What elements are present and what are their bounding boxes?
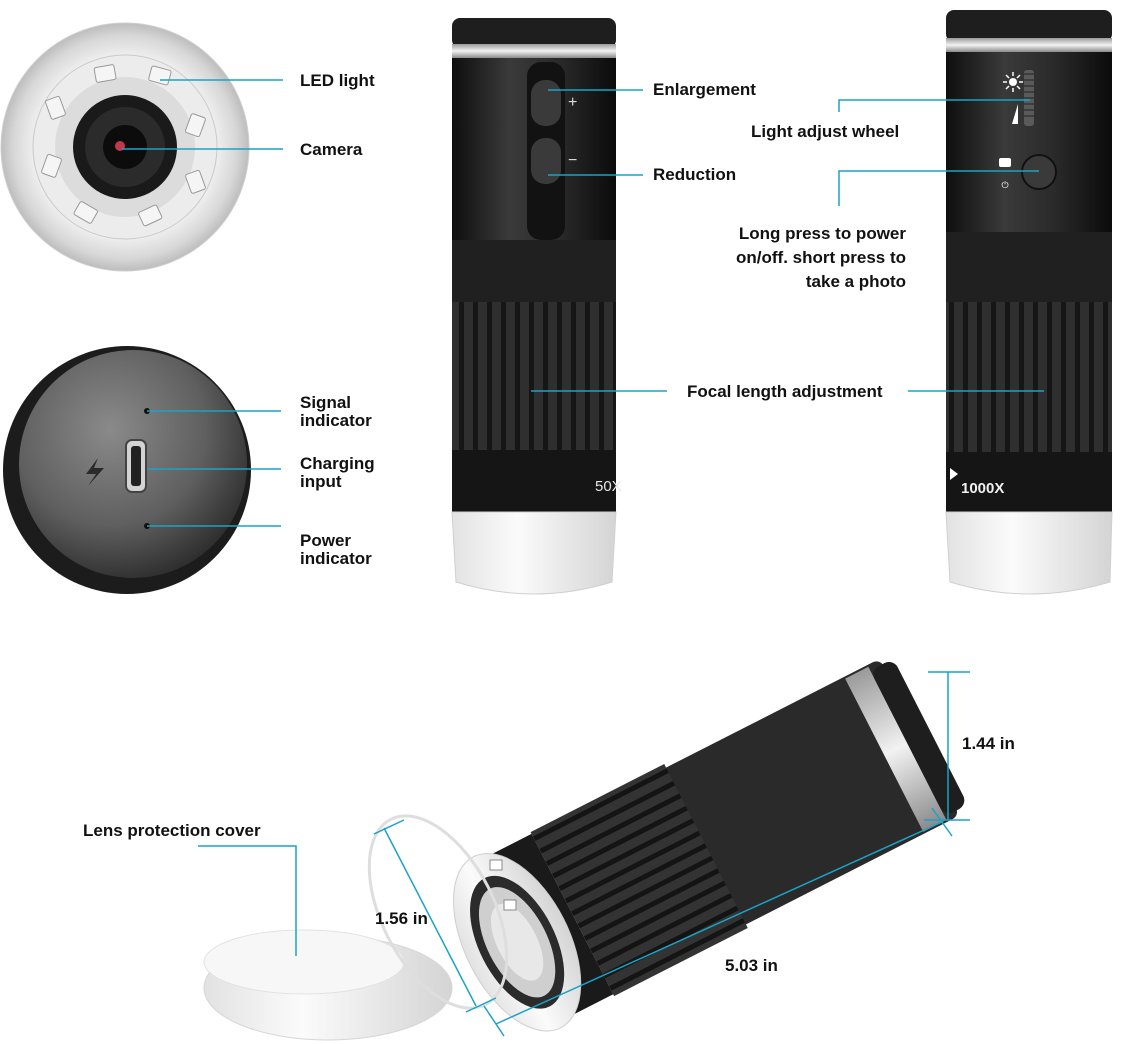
lens-cover-label: Lens protection cover — [83, 821, 261, 840]
minus-marking: − — [568, 152, 578, 169]
svg-text:⏻: ⏻ — [1001, 180, 1008, 191]
signal-indicator-label: Signal indicator — [300, 393, 372, 430]
length-dimension: 5.03 in — [725, 956, 778, 975]
enlargement-label: Enlargement — [653, 80, 756, 99]
camera-lens-icon — [73, 95, 177, 199]
reduction-label: Reduction — [653, 165, 737, 184]
led-light-label: LED light — [300, 71, 375, 90]
power-indicator-label: Power indicator — [300, 531, 372, 568]
end-cap — [3, 346, 251, 594]
height-dimension: 1.44 in — [962, 734, 1015, 753]
mag-high-marking: 1000X — [961, 480, 1005, 497]
camera-power-icon: ⏻ — [999, 158, 1011, 191]
focal-length-label: Focal length adjustment — [687, 382, 883, 401]
diameter-dimension: 1.56 in — [375, 909, 428, 928]
plus-marking: + — [568, 94, 578, 111]
lightning-icon — [86, 458, 104, 486]
microscope-side: ⏻ — [945, 10, 1113, 595]
callout-lines — [122, 79, 1044, 1037]
microscope-diagonal — [203, 661, 965, 1041]
light-adjust-wheel-label: Light adjust wheel — [751, 122, 900, 141]
usb-port-icon — [125, 439, 147, 493]
power-button-label: Long press to power on/off. short press … — [736, 224, 906, 291]
charging-input-label: Charging input — [300, 454, 375, 491]
sun-icon — [1003, 72, 1023, 92]
mag-low-marking: 50X — [595, 478, 622, 495]
camera-label: Camera — [300, 140, 363, 159]
microscope-front — [451, 18, 617, 595]
